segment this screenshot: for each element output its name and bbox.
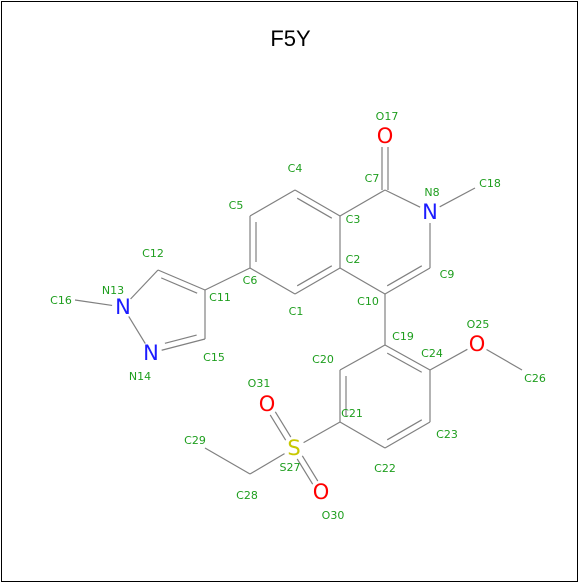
atom-symbol-o25: O: [469, 332, 486, 356]
atom-label-c15: C15: [203, 351, 225, 364]
bond-c3-c7: [339, 189, 386, 217]
bond-c6-c11: [204, 267, 251, 291]
bond-c11-c12: [157, 269, 206, 291]
atom-symbol-o30: O: [313, 480, 330, 504]
atom-label-c20: C20: [312, 353, 334, 366]
bond-c9-c10: [384, 267, 431, 295]
atom-label-c21: C21: [341, 407, 363, 420]
bond-c6-c1: [249, 267, 296, 295]
atom-label-c6: C6: [243, 274, 258, 287]
atom-label-c28: C28: [236, 489, 258, 502]
atom-label-c11: C11: [209, 291, 231, 304]
atom-label-n14: N14: [129, 370, 151, 383]
atom-label-c4: C4: [288, 162, 303, 175]
bond-s27-o31-b: [269, 414, 287, 441]
bond-s27-o31-a: [274, 411, 292, 438]
atom-label-c3: C3: [346, 213, 361, 226]
bond-c19-c24-inner: [386, 352, 423, 373]
atom-label-c19: C19: [392, 330, 414, 343]
atom-symbol-o17: O: [377, 124, 394, 148]
bond-c28-c29: [204, 447, 251, 475]
bond-c10-c2: [339, 267, 386, 295]
bond-c12-n13: [130, 269, 159, 300]
atom-label-c18: C18: [479, 177, 501, 190]
atom-symbol-n8: N: [422, 200, 438, 224]
atom-symbol-s27: S: [287, 436, 300, 460]
bond-c3-c4: [294, 189, 341, 217]
atom-label-c1: C1: [289, 305, 304, 318]
atom-symbol-n14: N: [143, 341, 159, 365]
bond-c9-c10-inner: [386, 265, 423, 287]
atom-label-c9: C9: [440, 268, 455, 281]
atom-label-c2: C2: [346, 253, 361, 266]
bond-n14-c15: [161, 338, 206, 351]
atom-label-c29: C29: [184, 434, 206, 447]
atom-symbol-o31: O: [259, 392, 276, 416]
atom-label-o25: O25: [467, 318, 490, 331]
atom-label-n8: N8: [424, 186, 439, 199]
bond-n8-c18: [439, 187, 476, 208]
atom-label-s27: S27: [280, 461, 301, 474]
bond-c1-c2: [294, 267, 341, 295]
molecule-title: F5Y: [270, 26, 311, 51]
bond-c20-c19: [339, 344, 386, 371]
bond-c22-c21: [339, 421, 386, 449]
atom-label-c12: C12: [142, 247, 164, 260]
bond-c21-s27: [303, 421, 341, 444]
bond-n14-c15-inner: [164, 334, 197, 344]
bond-o25-c26: [486, 348, 523, 371]
atom-label-n13: N13: [102, 284, 124, 297]
bond-s27-o30-b: [301, 455, 319, 482]
atom-label-c23: C23: [436, 428, 458, 441]
atom-label-c24: C24: [421, 347, 443, 360]
atom-label-c26: C26: [524, 372, 546, 385]
bond-c23-c22-inner: [386, 419, 423, 441]
bond-c23-c22: [384, 421, 431, 449]
bond-layer: [74, 147, 523, 485]
atom-label-c16: C16: [50, 294, 72, 307]
atom-label-layer: C1C2C3C4C5C6C7N8C9C10C11C12N13N14C15C16O…: [50, 110, 546, 522]
bond-c3-c4-inner: [296, 197, 333, 219]
bond-c19-c24: [384, 344, 431, 371]
bond-c1-c2-inner: [296, 265, 333, 287]
bond-n13-n14: [128, 316, 146, 344]
atom-label-o31: O31: [248, 377, 271, 390]
bond-n13-c16: [74, 299, 113, 307]
bond-s27-c28: [249, 453, 285, 475]
bond-c7-n8: [384, 189, 421, 208]
atom-label-c22: C22: [374, 462, 396, 475]
atom-label-c10: C10: [357, 295, 379, 308]
atom-label-o17: O17: [376, 110, 399, 123]
atom-label-c7: C7: [365, 172, 380, 185]
bond-c4-c5: [249, 189, 296, 217]
bond-s27-o30-a: [296, 458, 314, 485]
bond-c24-o25: [429, 348, 468, 371]
atom-label-o30: O30: [322, 509, 345, 522]
atom-label-c5: C5: [229, 199, 244, 212]
bond-c11-c12-inner: [160, 277, 198, 294]
atom-symbol-n13: N: [115, 295, 131, 319]
